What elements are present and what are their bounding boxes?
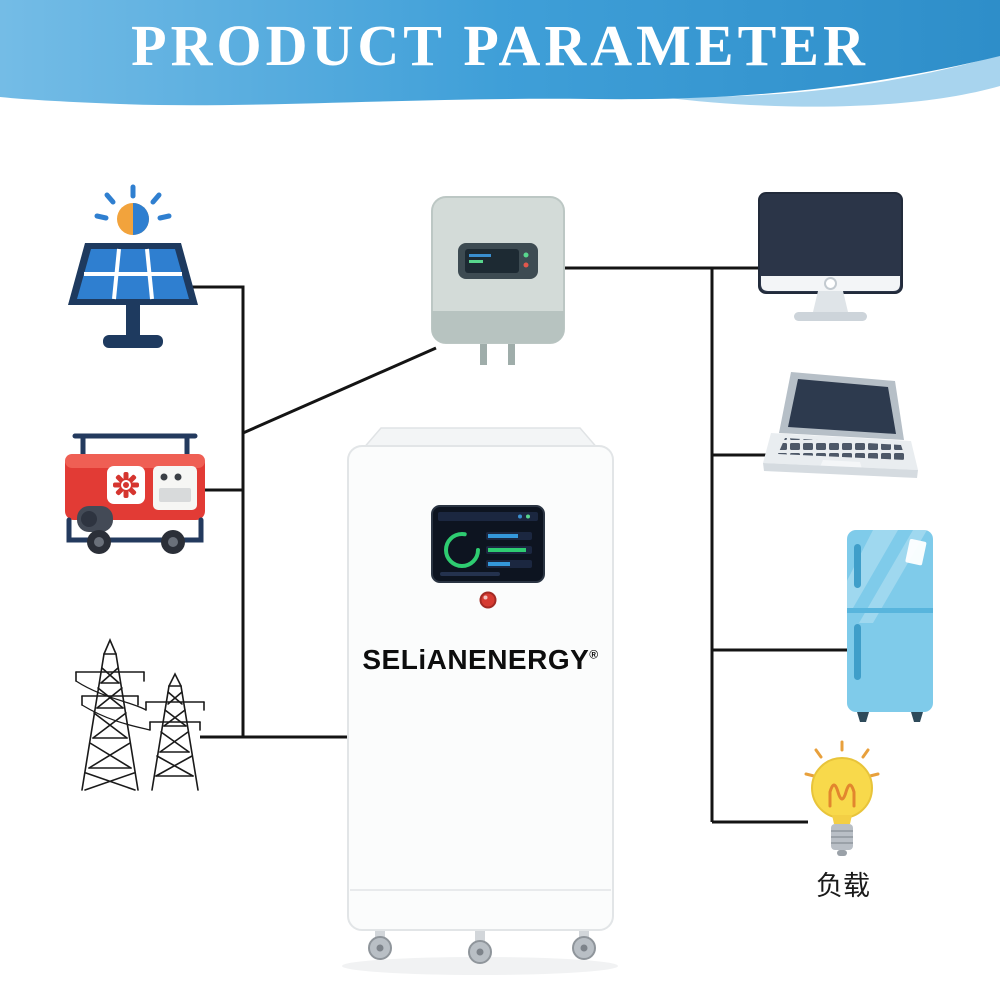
power-button	[479, 591, 497, 609]
laptop-icon	[763, 372, 918, 507]
solar-panel-graphic	[68, 184, 198, 348]
generator-graphic	[65, 433, 205, 554]
load-label: 负载	[816, 871, 870, 901]
header-banner: PRODUCT PARAMETER	[0, 0, 1000, 122]
fridge-handle-bottom	[854, 624, 861, 680]
refrigerator-graphic	[847, 530, 933, 722]
brand-name: SELiANENERGY	[362, 644, 590, 675]
battery-cabinet-graphic	[342, 427, 618, 975]
light-bulb-graphic	[804, 740, 880, 856]
power-grid-tower-icon	[40, 628, 205, 798]
inverter-graphic	[431, 196, 565, 365]
desktop-monitor-icon	[758, 192, 903, 337]
refrigerator-icon	[843, 528, 938, 728]
solar-panel-icon	[55, 183, 200, 373]
laptop-graphic	[763, 372, 918, 478]
battery-storage-cabinet	[328, 420, 633, 985]
battery-display	[431, 505, 545, 583]
sun-rays	[94, 184, 172, 221]
registered-mark: ®	[589, 647, 599, 662]
caster-wheels	[368, 926, 596, 964]
inverter-icon	[428, 193, 568, 376]
fridge-handle-top	[854, 544, 861, 588]
banner-shape	[0, 0, 1000, 107]
light-bulb-icon	[800, 740, 885, 875]
grid-tower-graphic	[75, 637, 205, 791]
page-title: PRODUCT PARAMETER	[131, 13, 869, 78]
brand-logo: SELiANENERGY®	[328, 644, 633, 676]
generator-icon	[55, 420, 215, 565]
bulb-rays	[804, 740, 880, 778]
monitor-graphic	[758, 192, 903, 321]
